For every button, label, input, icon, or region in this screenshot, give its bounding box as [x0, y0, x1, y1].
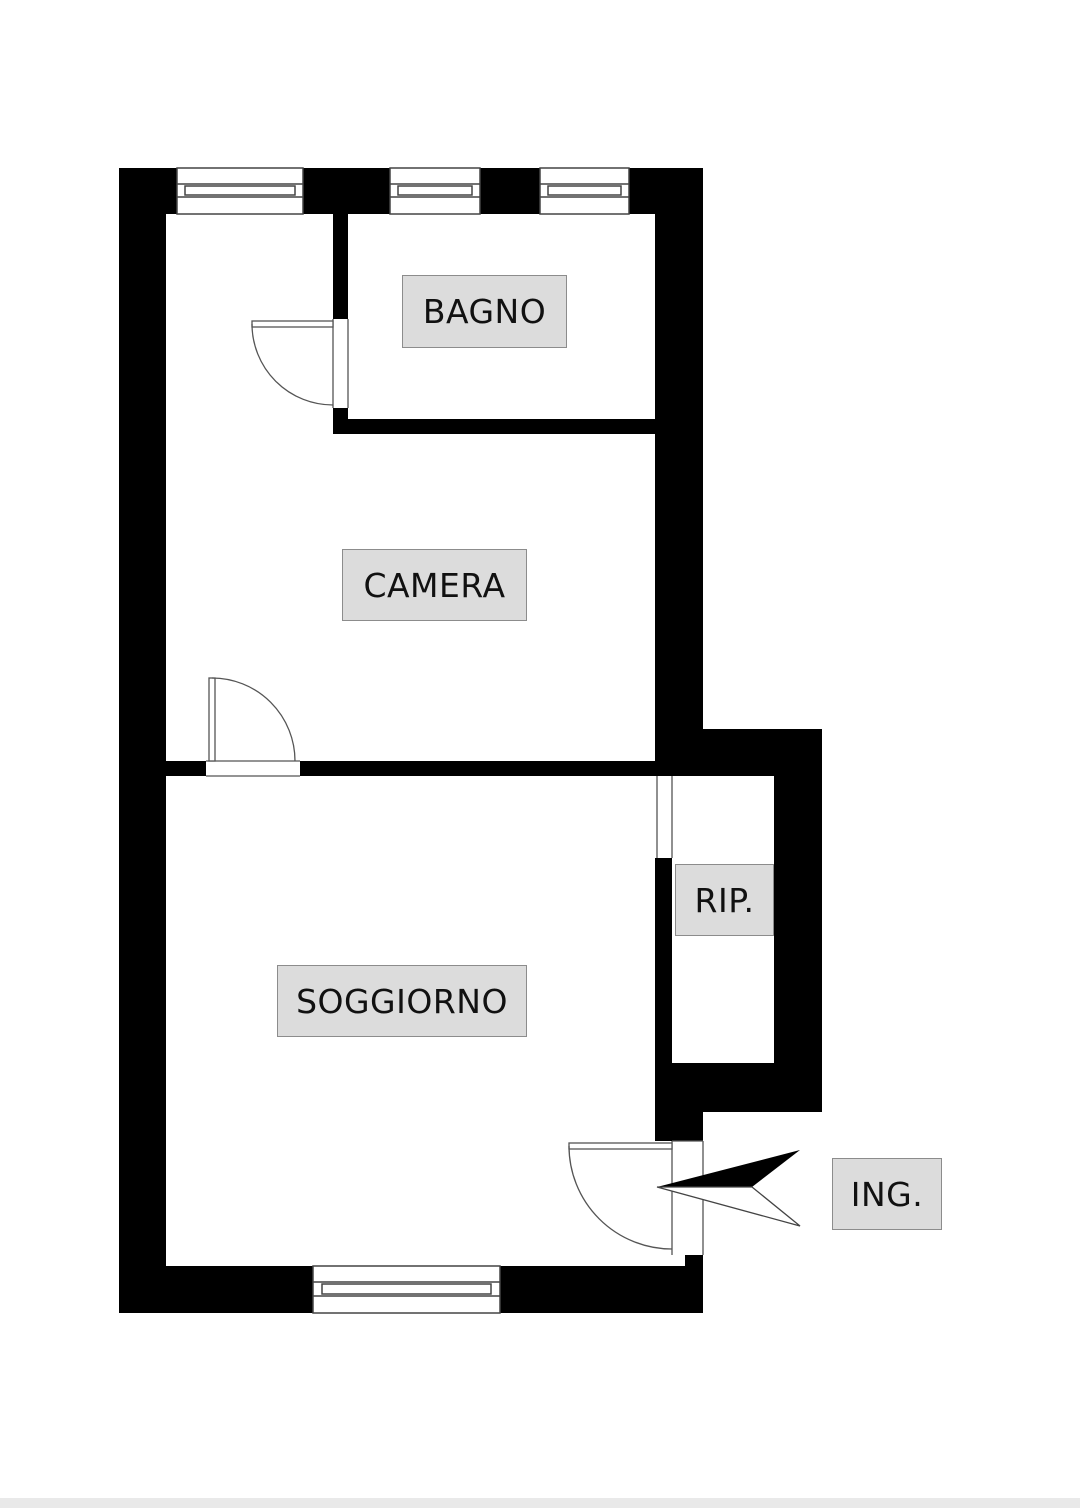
room-label-camera: CAMERA — [342, 549, 527, 621]
window-top-2 — [389, 167, 481, 215]
bagno-wall-bottom — [333, 419, 655, 434]
entrance-arrow-icon — [656, 1150, 801, 1227]
rip-wall-right — [774, 729, 822, 1112]
outer-wall-top-left — [119, 168, 177, 214]
partition-left-stub — [166, 761, 206, 776]
door-camera — [208, 677, 296, 762]
outer-wall-bottom-left — [119, 1266, 313, 1313]
windows — [176, 167, 630, 1314]
room-label-ingresso: ING. — [832, 1158, 942, 1230]
window-top-3 — [539, 167, 630, 215]
outer-wall-right-lower — [685, 1255, 703, 1313]
window-top-1 — [176, 167, 304, 215]
door-frames — [206, 319, 704, 1255]
rip-wall-left — [655, 858, 672, 1063]
outer-wall-left — [119, 168, 166, 1313]
partition-main — [300, 761, 655, 776]
outer-wall-bottom-right — [500, 1266, 703, 1313]
room-label-ripostiglio: RIP. — [675, 864, 774, 936]
door-bagno — [251, 320, 334, 406]
entry-wall-upper — [655, 1063, 703, 1141]
door-ingresso — [568, 1142, 673, 1250]
bagno-wall-left-upper — [333, 214, 348, 319]
walls — [119, 168, 822, 1313]
bottom-edge — [0, 1498, 1080, 1508]
window-bottom — [312, 1265, 501, 1314]
room-label-bagno: BAGNO — [402, 275, 567, 348]
outer-wall-top-pier-1 — [303, 168, 390, 214]
outer-wall-top-pier-2 — [480, 168, 540, 214]
room-label-soggiorno: SOGGIORNO — [277, 965, 527, 1037]
outer-wall-right-upper — [655, 168, 703, 775]
